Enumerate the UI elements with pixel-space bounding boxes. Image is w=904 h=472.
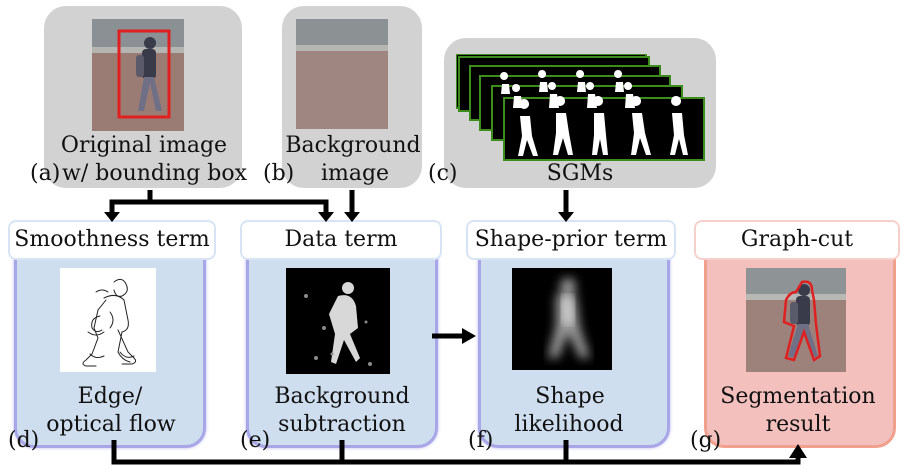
edge-flow-thumbnail — [60, 268, 156, 372]
bg-sub-caption-line2: subtraction — [278, 412, 406, 437]
original-image-caption-line1: Original image — [60, 133, 228, 158]
label-e: (e) — [240, 428, 271, 453]
edge-caption-line1: Edge/ — [77, 384, 143, 409]
segmentation-caption-line2: result — [765, 412, 831, 437]
shape-likelihood-thumbnail — [512, 268, 612, 370]
label-c: (c) — [428, 161, 458, 186]
background-image-thumbnail — [296, 19, 388, 129]
shape-caption-line1: Shape — [535, 384, 605, 409]
label-a: (a) — [30, 161, 61, 186]
edge-caption-line2: optical flow — [46, 412, 176, 437]
sgm-caption: SGMs — [546, 161, 614, 186]
bg-sub-caption-line1: Background — [274, 384, 410, 409]
original-image-thumbnail — [92, 19, 184, 131]
graph-cut-title: Graph-cut — [694, 220, 900, 260]
arrowhead-shape — [558, 212, 574, 222]
arrow-terms-to-graphcut — [111, 440, 801, 465]
arrow-a-to-data — [150, 199, 329, 216]
segmentation-caption-line1: Segmentation — [720, 384, 876, 409]
arrowhead-smoothness — [104, 212, 120, 222]
arrowhead-to-shape — [462, 328, 476, 344]
background-subtraction-thumbnail — [286, 268, 390, 374]
shape-caption-line2: likelihood — [514, 412, 624, 437]
original-image-caption-line2: w/ bounding box — [62, 161, 248, 186]
background-image-caption-line1: Background — [285, 133, 421, 158]
sgm-stack — [455, 53, 706, 166]
background-image-caption-line2: image — [320, 161, 390, 186]
label-b: (b) — [263, 161, 295, 186]
arrowhead-data-right — [344, 212, 360, 222]
label-g: (g) — [690, 428, 722, 453]
bounding-box — [117, 29, 171, 119]
smoothness-term-title: Smoothness term — [8, 220, 216, 260]
arrowhead-graphcut — [789, 444, 807, 458]
shape-prior-term-title: Shape-prior term — [466, 220, 676, 260]
label-d: (d) — [8, 428, 40, 453]
data-term-title: Data term — [240, 220, 442, 260]
arrow-a-split — [109, 190, 153, 216]
label-f: (f) — [468, 428, 494, 453]
arrowhead-data-left — [318, 212, 334, 222]
segmentation-result-thumbnail — [746, 268, 846, 372]
